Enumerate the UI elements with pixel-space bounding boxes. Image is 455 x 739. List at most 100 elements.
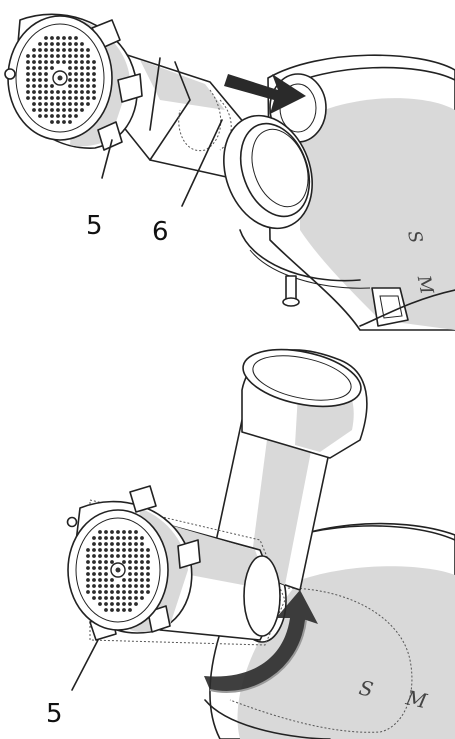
plate-hole [80,42,84,46]
plate-hole [128,572,132,576]
plate-hole [26,66,30,70]
plate-hole [116,608,120,612]
plate-hole [26,84,30,88]
plate-hole [86,590,90,594]
plate-hole [146,566,150,570]
plate-hole [44,42,48,46]
plate-hole [134,566,138,570]
plate-hole [98,578,102,582]
plate-hole [68,114,72,118]
plate-hole [134,584,138,588]
plate-hole [92,72,96,76]
plate-hole [92,548,96,552]
step-2-rotate-grinder: S M E [46,348,455,739]
plate-hole [56,108,60,112]
plate-hole [74,42,78,46]
plate-hole [128,596,132,600]
plate-hole [98,542,102,546]
plate-hole [86,566,90,570]
plate-hole [146,554,150,558]
plate-hole [92,566,96,570]
plate-hole [80,84,84,88]
plate-hole [62,108,66,112]
plate-hole [110,530,114,534]
plate-hole [146,578,150,582]
leader-line-6-top [181,119,223,207]
plate-hole [86,48,90,52]
plate-hole [62,60,66,64]
plate-hole [98,584,102,588]
plate-hole [38,78,42,82]
plate-hole [128,554,132,558]
plate-hole [44,48,48,52]
plate-hole [56,114,60,118]
plate-hole [80,96,84,100]
plate-hole [56,120,60,124]
plate-hole [50,120,54,124]
plate-hole [50,96,54,100]
plate-hole [74,114,78,118]
plate-hole [26,90,30,94]
plate-hole [68,36,72,40]
plate-hole [128,530,132,534]
plate-hole [122,602,126,606]
plate-hole [116,596,120,600]
plate-hole [62,114,66,118]
plate-hole [98,602,102,606]
plate-hole [110,590,114,594]
plate-hole [92,542,96,546]
plate-hole [134,548,138,552]
plate-hole [140,578,144,582]
plate-hole [98,590,102,594]
plate-hole [50,84,54,88]
plate-hole [68,84,72,88]
plate-hole [122,548,126,552]
plate-hole [116,590,120,594]
plate-hole-grid-bottom [86,530,150,612]
plate-hole [26,54,30,58]
plate-hole [128,590,132,594]
plate-hole [50,48,54,52]
plate-hole [134,572,138,576]
plate-hole [98,530,102,534]
plate-hole [104,566,108,570]
plate-hole [68,60,72,64]
plate-hole [104,584,108,588]
callout-5-top: 5 [86,211,103,241]
plate-hole [74,36,78,40]
plate-hole [110,578,114,582]
plate-hole [140,590,144,594]
plate-hole [140,542,144,546]
plate-hole [110,608,114,612]
plate-hole [104,542,108,546]
plate-hole [38,114,42,118]
plate-hole [68,96,72,100]
plate-hole [128,584,132,588]
plate-hole [104,572,108,576]
callout-6-top: 6 [152,217,169,247]
plate-hole [38,60,42,64]
plate-hole [44,108,48,112]
plate-hole [92,572,96,576]
plate-hole [62,42,66,46]
arrow-right-icon [224,74,306,114]
plate-hole [44,78,48,82]
plate-hole [44,54,48,58]
plate-hole [122,584,126,588]
plate-hole [50,90,54,94]
plate-hole [92,584,96,588]
plate-hole [134,554,138,558]
plate-hole [140,596,144,600]
plate-hole [80,78,84,82]
plate-hole [44,36,48,40]
plate-hole [86,72,90,76]
plate-hole [62,90,66,94]
plate-hole [56,102,60,106]
plate-hole [146,560,150,564]
plate-hole [56,42,60,46]
plate-hole [74,54,78,58]
plate-hole [128,560,132,564]
plate-hole [26,72,30,76]
plate-hole [140,584,144,588]
